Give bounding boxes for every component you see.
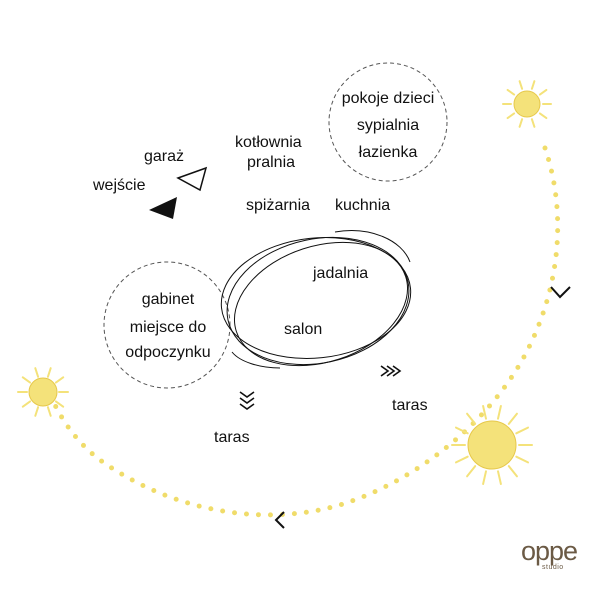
sun-ray — [466, 465, 477, 478]
studio-logo-subtitle: studio — [542, 564, 564, 571]
sun-path-chevron-icon — [550, 286, 571, 299]
living-area-scribble — [220, 230, 412, 369]
label-terrace-right: taras — [392, 397, 428, 414]
label-office-zone-line2: miejsce do — [129, 319, 207, 336]
sun-ray — [21, 400, 32, 408]
label-entrance: wejście — [93, 177, 146, 194]
sun-ray — [482, 405, 487, 420]
sun-path-dotted-arc — [52, 145, 561, 518]
sun-ray — [518, 118, 524, 128]
sun-ray — [530, 80, 536, 90]
sun-ray — [21, 376, 32, 384]
sun-ray — [54, 400, 65, 408]
sun-ray — [530, 118, 536, 128]
terrace-right-chevrons-icon — [380, 365, 402, 377]
sun-ray — [497, 405, 502, 420]
sun-ray — [455, 455, 469, 464]
label-office-zone-line1: gabinet — [141, 291, 195, 308]
sun-ray — [515, 455, 529, 464]
studio-logo: oppe — [521, 536, 578, 566]
sun-ray — [538, 88, 548, 96]
private-zone-dashed-circle — [328, 62, 448, 182]
sun-ray — [46, 367, 52, 378]
sun-ray — [506, 112, 516, 120]
sun-ray — [518, 80, 524, 90]
sun-ray — [497, 470, 502, 485]
office-zone-dashed-circle — [103, 261, 231, 389]
sun-ray — [538, 112, 548, 120]
label-garage: garaż — [144, 148, 185, 165]
sun-ray — [46, 406, 52, 417]
sun-icon — [451, 405, 533, 485]
terrace-left-chevrons-icon — [239, 391, 255, 410]
label-private-zone-line1: pokoje dzieci — [341, 90, 435, 107]
label-pantry: spiżarnia — [246, 197, 311, 214]
label-private-zone-line3: łazienka — [358, 144, 418, 161]
garage-entrance-triangle-icon — [176, 166, 208, 192]
sun-ray — [34, 406, 40, 417]
sun-ray — [466, 412, 477, 425]
sun-ray — [506, 88, 516, 96]
label-terrace-left: taras — [214, 429, 250, 446]
label-boiler-room: kotłownia — [235, 134, 302, 151]
label-office-zone-line3: odpoczynku — [125, 344, 211, 361]
label-laundry: pralnia — [247, 154, 296, 171]
label-private-zone-line2: sypialnia — [356, 117, 420, 134]
sun-ray — [507, 465, 518, 478]
sun-ray — [515, 426, 529, 435]
label-dining: jadalnia — [313, 265, 369, 282]
label-living: salon — [284, 321, 323, 338]
main-entrance-triangle-icon — [149, 197, 177, 219]
sun-ray — [54, 376, 65, 384]
sun-path-chevron-icon — [274, 511, 285, 529]
sun-ray — [34, 367, 40, 378]
sun-icon — [502, 80, 552, 128]
sun-ray — [455, 426, 469, 435]
sun-icon — [17, 367, 69, 417]
sun-ray — [507, 412, 518, 425]
label-kitchen: kuchnia — [335, 197, 391, 214]
sun-ray — [482, 470, 487, 485]
